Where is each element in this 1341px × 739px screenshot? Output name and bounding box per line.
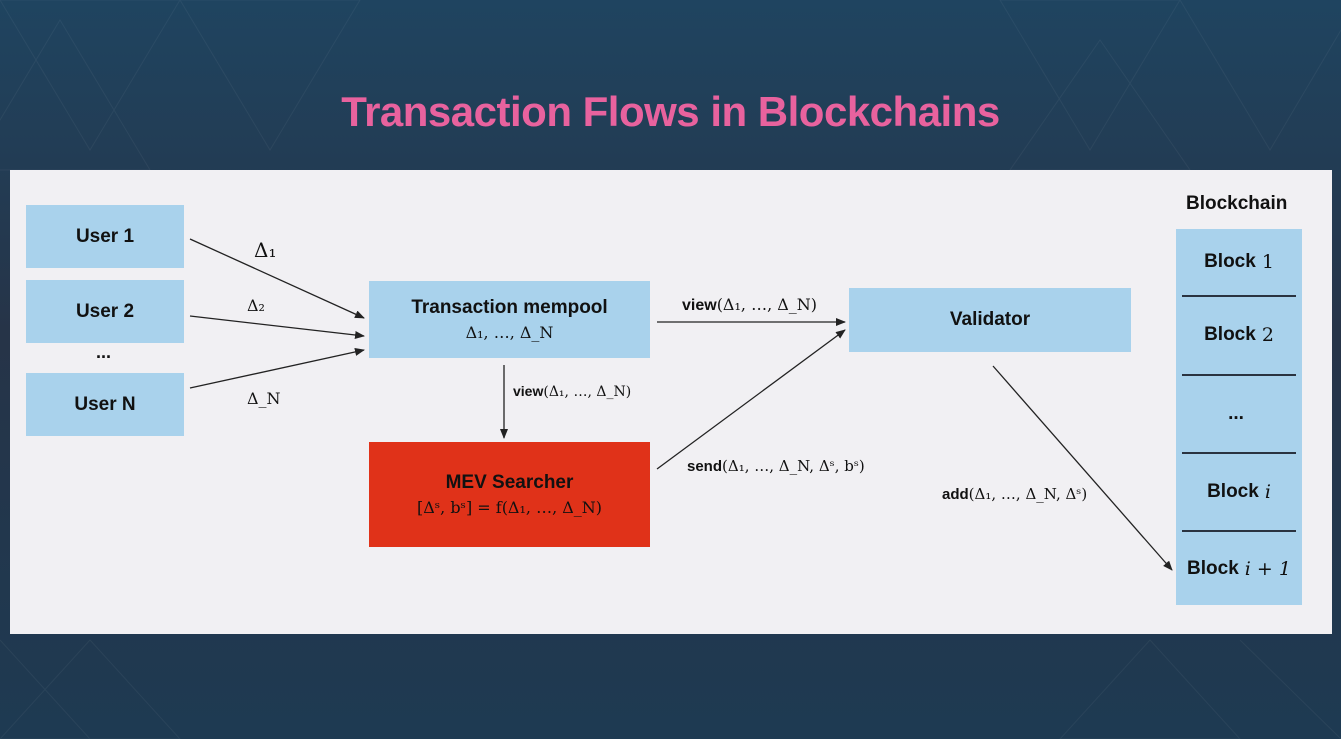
arrow-searcher-to-validator xyxy=(656,329,846,470)
fn-name: add xyxy=(942,486,969,503)
block-ellipsis: ... xyxy=(1176,376,1302,452)
block-separator xyxy=(1182,295,1296,297)
block-word: Block xyxy=(1204,251,1256,272)
add-label: add(Δ₁, …, Δ_N, Δˢ) xyxy=(942,485,1087,503)
block-word: Block xyxy=(1187,557,1239,579)
arrow-user2-to-mempool xyxy=(189,315,365,339)
view-searcher-label: view(Δ₁, …, Δ_N) xyxy=(513,383,631,400)
searcher-formula: [Δˢ, bˢ] = f(Δ₁, …, Δ_N) xyxy=(416,498,603,517)
delta-2-label: Δ₂ xyxy=(247,296,265,315)
fn-args: (Δ₁, …, Δ_N, Δˢ) xyxy=(968,485,1088,503)
mempool-box: Transaction mempool Δ₁, …, Δ_N xyxy=(369,281,650,358)
delta-1-label: Δ₁ xyxy=(254,238,277,262)
fn-name: view xyxy=(682,297,717,314)
arrow-validator-to-chain xyxy=(992,365,1173,571)
mempool-formula: Δ₁, …, Δ_N xyxy=(465,323,554,342)
fn-name: send xyxy=(687,458,723,475)
user-n-label: User N xyxy=(74,393,136,415)
validator-box: Validator xyxy=(849,288,1131,352)
arrow-user1-to-mempool xyxy=(189,238,365,319)
blockchain-heading: Blockchain xyxy=(1186,193,1288,214)
view-validator-label: view(Δ₁, …, Δ_N) xyxy=(682,295,817,315)
fn-args: (Δ₁, …, Δ_N, Δˢ, bˢ) xyxy=(722,457,865,475)
user-1-label: User 1 xyxy=(75,225,135,247)
mev-searcher-box: MEV Searcher [Δˢ, bˢ] = f(Δ₁, …, Δ_N) xyxy=(369,442,650,547)
fn-name: view xyxy=(513,383,544,399)
block-separator xyxy=(1182,374,1296,376)
user-n-box: User N xyxy=(26,373,184,436)
send-label: send(Δ₁, …, Δ_N, Δˢ, bˢ) xyxy=(687,457,865,475)
fn-args: (Δ₁, …, Δ_N) xyxy=(543,384,632,400)
user-2-box: User 2 xyxy=(26,280,184,343)
block-word: ... xyxy=(1228,403,1244,424)
arrow-usern-to-mempool xyxy=(189,348,365,389)
block-word: Block xyxy=(1204,324,1256,345)
block-separator xyxy=(1182,452,1296,454)
block-word: Block xyxy=(1207,481,1259,502)
block-separator xyxy=(1182,530,1296,532)
mempool-title: Transaction mempool xyxy=(411,297,608,318)
diagram-panel xyxy=(10,170,1332,634)
block-index: i + 1 xyxy=(1244,557,1291,580)
user-2-label: User 2 xyxy=(75,300,135,322)
delta-n-label: Δ_N xyxy=(247,389,281,408)
fn-args: (Δ₁, …, Δ_N) xyxy=(716,295,818,314)
block-index: i xyxy=(1264,481,1271,503)
block-index: 2 xyxy=(1261,324,1274,346)
validator-title: Validator xyxy=(949,309,1031,330)
users-ellipsis: ... xyxy=(96,342,112,362)
user-1-box: User 1 xyxy=(26,205,184,268)
searcher-title: MEV Searcher xyxy=(445,472,574,493)
block-index: 1 xyxy=(1261,251,1274,273)
slide-title: Transaction Flows in Blockchains xyxy=(341,88,1000,135)
